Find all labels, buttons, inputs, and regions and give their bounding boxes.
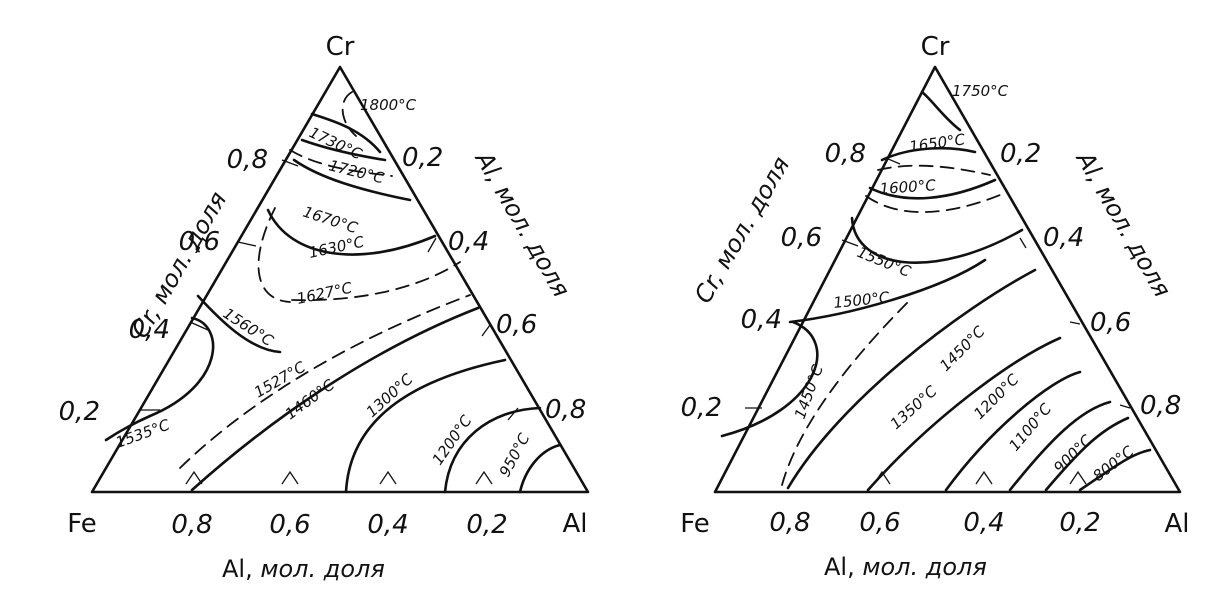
left-tick: 0,2: [59, 397, 100, 427]
right-tick: 0,4: [448, 227, 489, 257]
right-tick: 0,2: [1000, 139, 1041, 169]
left-tick: 0,8: [825, 139, 866, 169]
isotherm-line: [266, 208, 437, 256]
bottom-axis-unit: мол. доля: [862, 553, 986, 581]
vertex-label-fe: Fe: [67, 509, 97, 539]
isotherm-label: 1630°C: [307, 233, 366, 262]
isotherm-line: [788, 258, 987, 324]
isotherm-label: 1750°C: [952, 82, 1009, 100]
isotherm-label: 1627°C: [295, 279, 354, 308]
bottom-tick: 0,2: [1059, 508, 1100, 538]
isotherm-label: 1650°C: [908, 130, 967, 156]
isotherm-dashed-line: [341, 91, 357, 137]
isotherm-label: 1800°C: [360, 96, 417, 114]
isotherm-line: [786, 268, 1037, 490]
bottom-axis-element: Al,: [222, 555, 253, 583]
right-tick: 0,8: [545, 395, 586, 425]
isotherm-line: [196, 294, 282, 354]
right-tick: 0,6: [496, 310, 537, 340]
bottom-tick: 0,8: [769, 508, 810, 538]
isotherm-dashed-line: [257, 207, 291, 303]
right-axis-title: Al, мол. доля: [1070, 145, 1177, 302]
isotherm-line: [300, 138, 387, 162]
isotherm-dashed-line: [291, 261, 461, 302]
isotherm-line: [1044, 416, 1130, 492]
ternary-diagram-left: Cr Fe Al 0,2 0,4 0,6 0,8 0,2 0,4 0,6 0,8…: [59, 32, 590, 583]
left-tick: 0,4: [741, 305, 782, 335]
bottom-axis-unit: мол. доля: [260, 555, 384, 583]
isotherm-line: [292, 158, 412, 202]
triangle-frame: [90, 65, 590, 494]
triangle-frame: [713, 65, 1182, 494]
vertex-label-al: Al: [562, 509, 587, 539]
isotherm-line: [880, 146, 977, 162]
ternary-diagram-right: Cr Fe Al 0,2 0,4 0,6 0,8 0,2 0,4 0,6 0,8…: [680, 32, 1189, 581]
left-tick: 0,2: [681, 393, 722, 423]
bottom-axis-title: Al, мол. доля: [222, 555, 385, 583]
isotherm-dashed-line: [877, 164, 991, 176]
isotherm-dashed-line: [289, 149, 393, 177]
isotherm-line: [1078, 448, 1152, 492]
isotherm-dashed-line: [865, 194, 1001, 213]
bottom-tick: 0,8: [171, 510, 212, 540]
bottom-tick: 0,2: [466, 510, 507, 540]
left-tick: 0,6: [179, 227, 220, 257]
isotherm-dashed-line: [781, 299, 911, 486]
isotherm-line: [518, 443, 562, 494]
isotherm-line: [720, 320, 819, 438]
isotherm-line: [344, 358, 507, 494]
isotherm-label: 1670°C: [301, 203, 360, 238]
isotherm-line: [866, 336, 1062, 492]
right-tick: 0,6: [1090, 308, 1131, 338]
vertex-label-fe: Fe: [680, 509, 710, 539]
left-tick: 0,6: [781, 223, 822, 253]
isotherm-label: 1450°C: [791, 362, 827, 421]
bottom-tick: 0,6: [859, 508, 900, 538]
isotherm-line: [310, 112, 382, 154]
right-tick: 0,4: [1043, 223, 1084, 253]
left-axis-title: Cr, мол. доля: [689, 152, 795, 308]
left-tick: 0,8: [227, 145, 268, 175]
isotherm-label: 1500°C: [833, 288, 891, 312]
right-tick: 0,8: [1140, 391, 1181, 421]
bottom-tick: 0,4: [963, 508, 1004, 538]
vertex-label-al: Al: [1164, 509, 1189, 539]
isotherm-line: [868, 178, 997, 200]
bottom-axis-title: Al, мол. доля: [824, 553, 987, 581]
isotherm-label: 1600°C: [879, 176, 937, 198]
isotherm-label: 1550°C: [855, 243, 914, 281]
isotherm-label: 800°C: [1089, 442, 1137, 485]
left-tick: 0,4: [129, 315, 170, 345]
isotherm-line: [190, 306, 480, 492]
grid-marks: [140, 159, 519, 485]
isotherm-line: [104, 316, 215, 442]
bottom-tick: 0,6: [269, 510, 310, 540]
bottom-axis-element: Al,: [824, 553, 855, 581]
isotherm-line: [850, 216, 1024, 264]
grid-marks: [745, 157, 1131, 485]
right-tick: 0,2: [402, 143, 443, 173]
right-axis-title: Al, мол. доля: [469, 145, 576, 302]
vertex-label-cr: Cr: [921, 32, 950, 62]
isotherm-label: 1535°C: [113, 415, 172, 451]
isotherm-dashed-line: [179, 294, 471, 469]
bottom-tick: 0,4: [367, 510, 408, 540]
isotherm-line: [920, 90, 962, 132]
isotherm-line: [1008, 400, 1112, 492]
isotherm-line: [944, 370, 1082, 492]
vertex-label-cr: Cr: [326, 32, 355, 62]
left-axis-title: Cr, мол. доля: [126, 187, 232, 343]
isotherm-line: [443, 406, 542, 494]
